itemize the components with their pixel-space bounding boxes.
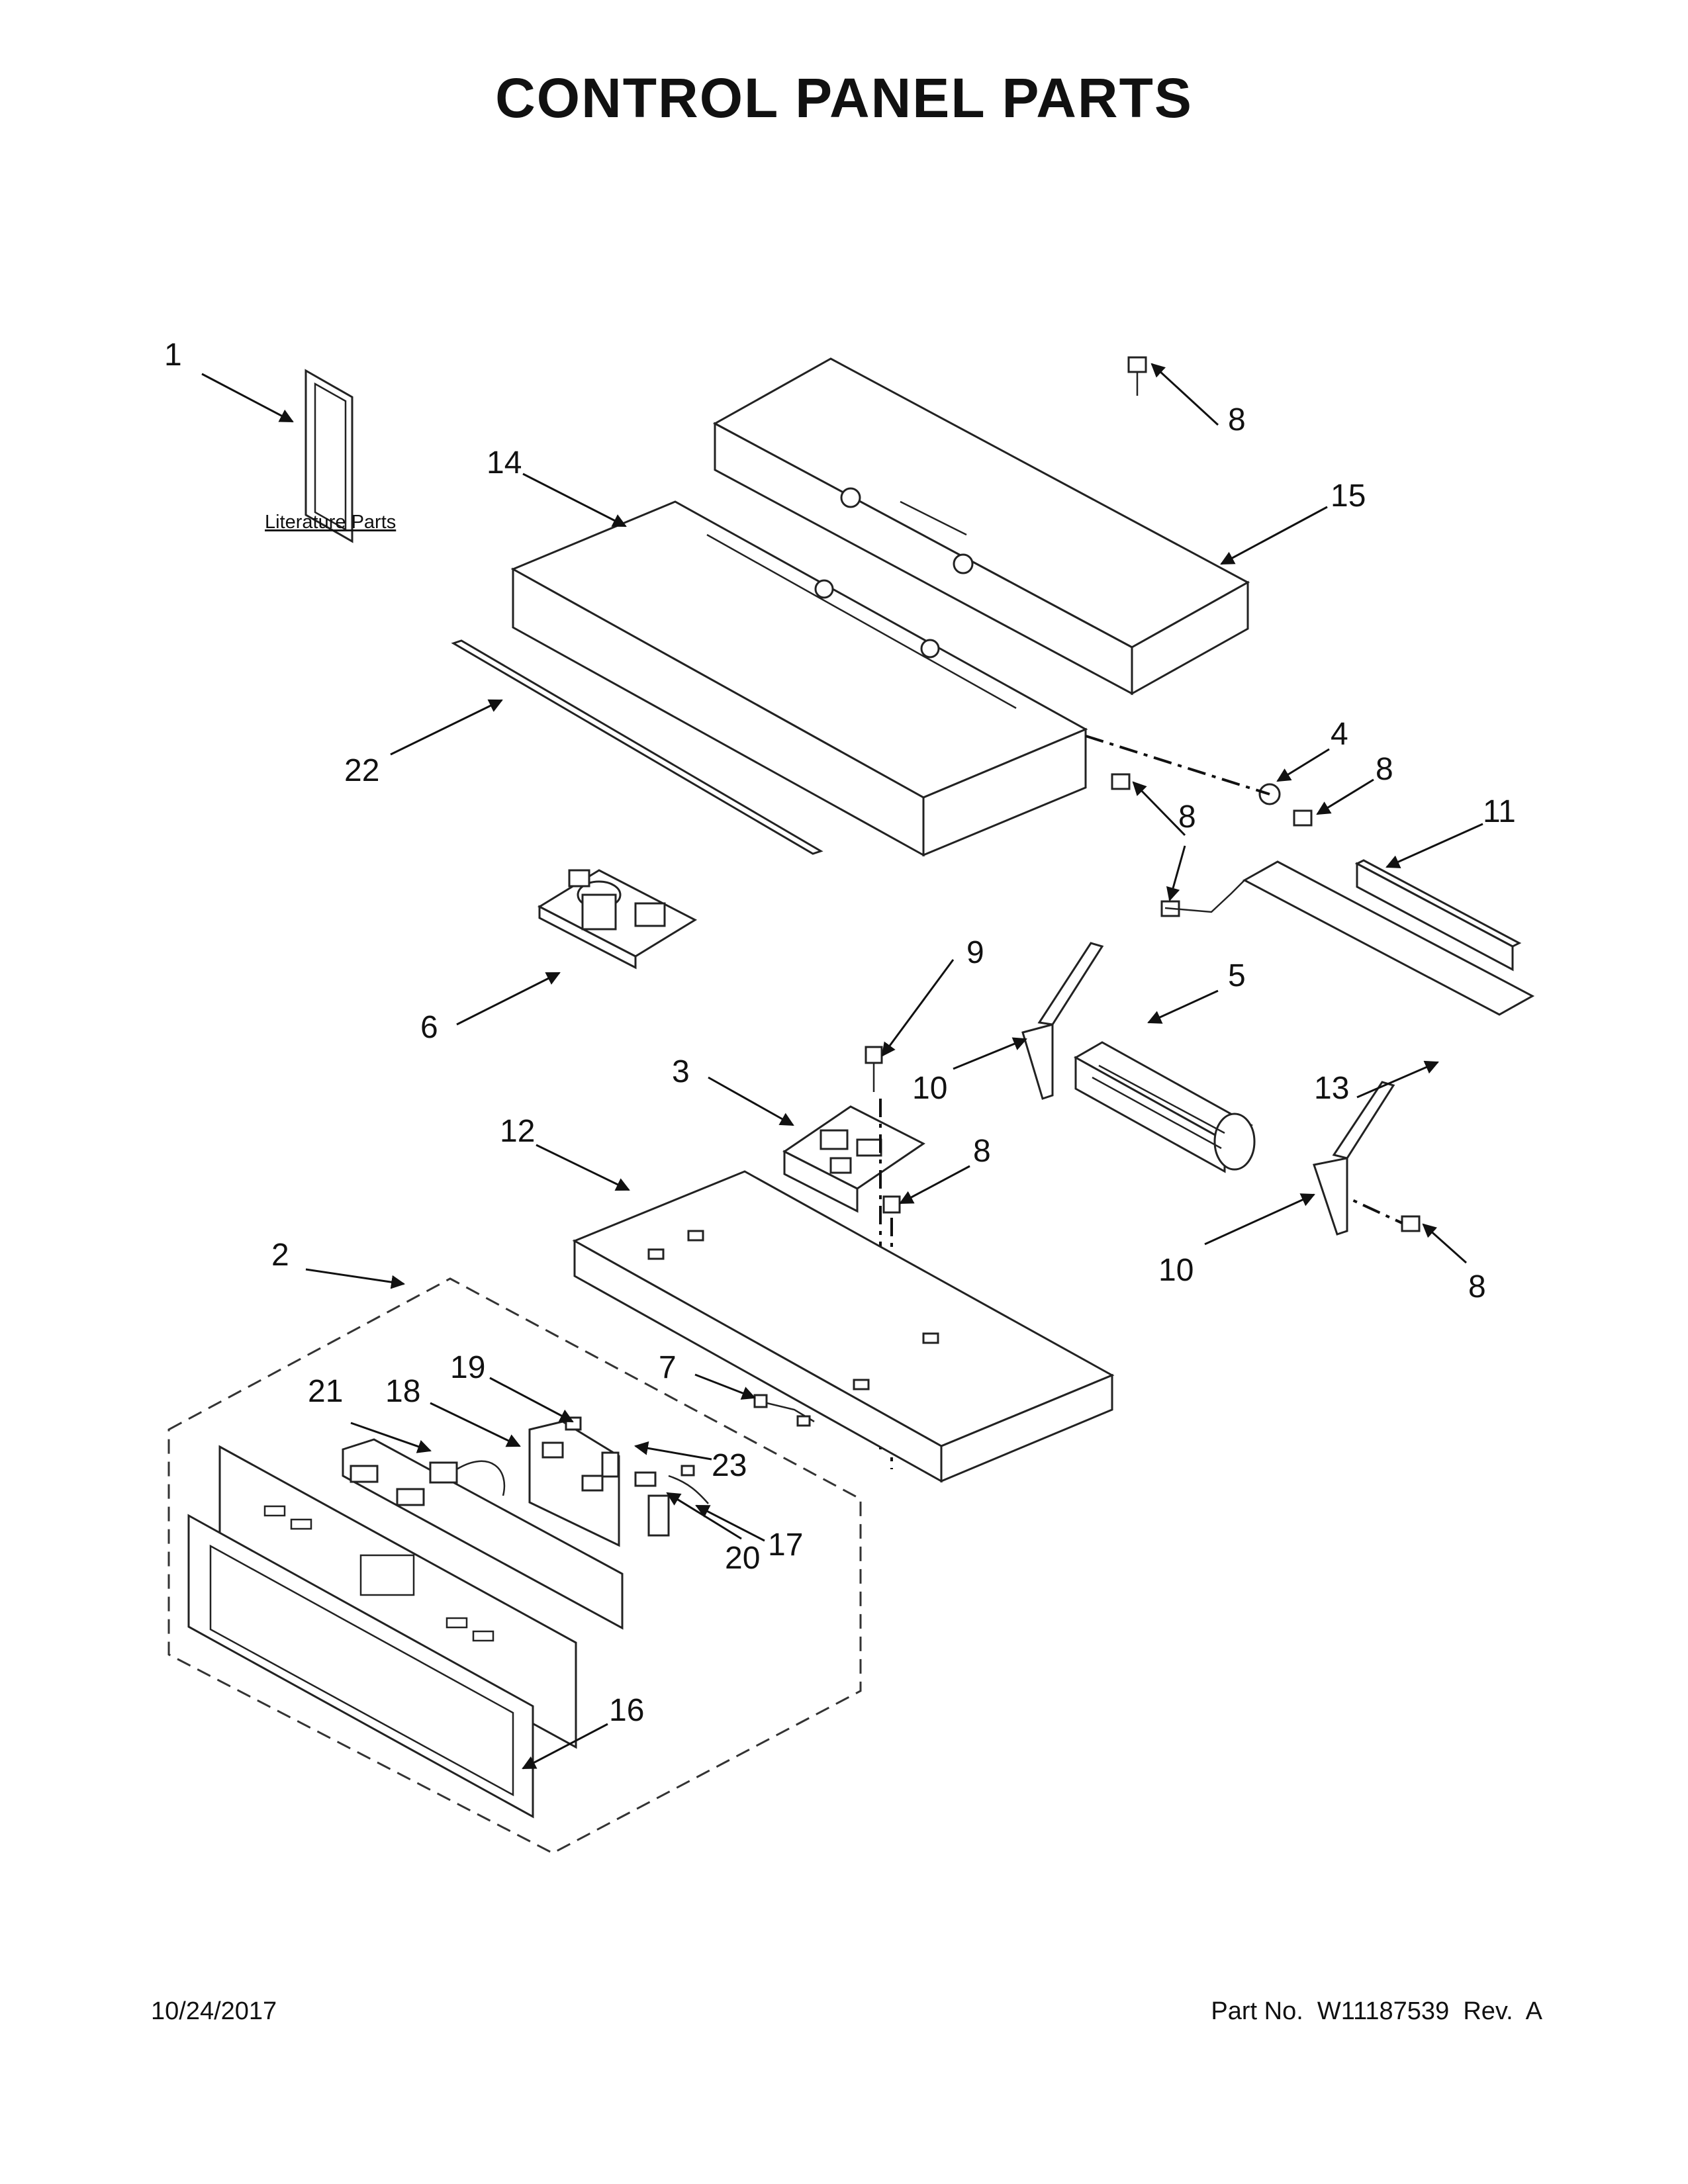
main-panel-part <box>510 500 1088 857</box>
callout-16: 16 <box>609 1693 644 1728</box>
footer-part-number: Part No. W11187539 Rev. A <box>1211 1997 1542 2025</box>
literature-booklet <box>305 369 353 543</box>
callout-15: 15 <box>1331 478 1366 514</box>
callout-1: 1 <box>164 338 182 373</box>
leader-arrows <box>201 363 1483 1770</box>
callout-11: 11 <box>1483 794 1516 829</box>
callout-labels: 1 2 3 4 5 6 7 8 8 8 8 8 8 9 10 10 11 12 … <box>164 338 1516 1728</box>
bracket-part <box>1164 859 1535 1016</box>
fan-part <box>1073 1041 1256 1173</box>
callout-4: 4 <box>1331 717 1348 752</box>
callout-8-d: 8 <box>973 1134 991 1169</box>
callout-21: 21 <box>308 1374 343 1409</box>
callout-20: 20 <box>725 1541 760 1576</box>
callout-7: 7 <box>659 1350 677 1385</box>
callout-8-e: 8 <box>1468 1269 1486 1304</box>
footer-date: 10/24/2017 <box>151 1997 277 2025</box>
small-component-parts <box>565 1416 709 1537</box>
control-assembly-outline <box>167 1277 862 1854</box>
callout-14: 14 <box>487 445 522 480</box>
power-board-part <box>537 869 698 970</box>
touch-board-part <box>342 1438 624 1630</box>
relay-board-part <box>782 1105 925 1213</box>
callout-13: 13 <box>1314 1071 1349 1106</box>
callout-8-a: 8 <box>1228 402 1246 437</box>
callout-3: 3 <box>672 1054 690 1089</box>
callout-10-b: 10 <box>1158 1253 1194 1288</box>
callout-22: 22 <box>344 753 379 788</box>
callout-12: 12 <box>500 1114 535 1149</box>
callout-5: 5 <box>1228 958 1246 993</box>
callout-9: 9 <box>966 935 984 970</box>
callout-18: 18 <box>385 1374 420 1409</box>
gasket-strip-part <box>451 639 823 855</box>
wire-harness-part <box>753 1394 815 1427</box>
callout-23: 23 <box>712 1448 747 1483</box>
callout-17: 17 <box>768 1527 803 1563</box>
user-interface-board-part <box>528 1420 620 1547</box>
callout-10-a: 10 <box>912 1071 947 1106</box>
page-title: CONTROL PANEL PARTS <box>495 67 1193 129</box>
callout-2: 2 <box>271 1238 289 1273</box>
callout-8-b: 8 <box>1376 752 1393 787</box>
literature-parts-label: Literature Parts <box>265 512 396 533</box>
callout-19: 19 <box>450 1350 485 1385</box>
top-cover-part <box>712 357 1250 696</box>
mounting-panel-part <box>572 1170 1115 1483</box>
callout-8-c: 8 <box>1178 799 1196 835</box>
control-glass-part <box>187 1445 577 1819</box>
fan-bracket-part <box>1021 942 1395 1236</box>
callout-6: 6 <box>420 1010 438 1045</box>
